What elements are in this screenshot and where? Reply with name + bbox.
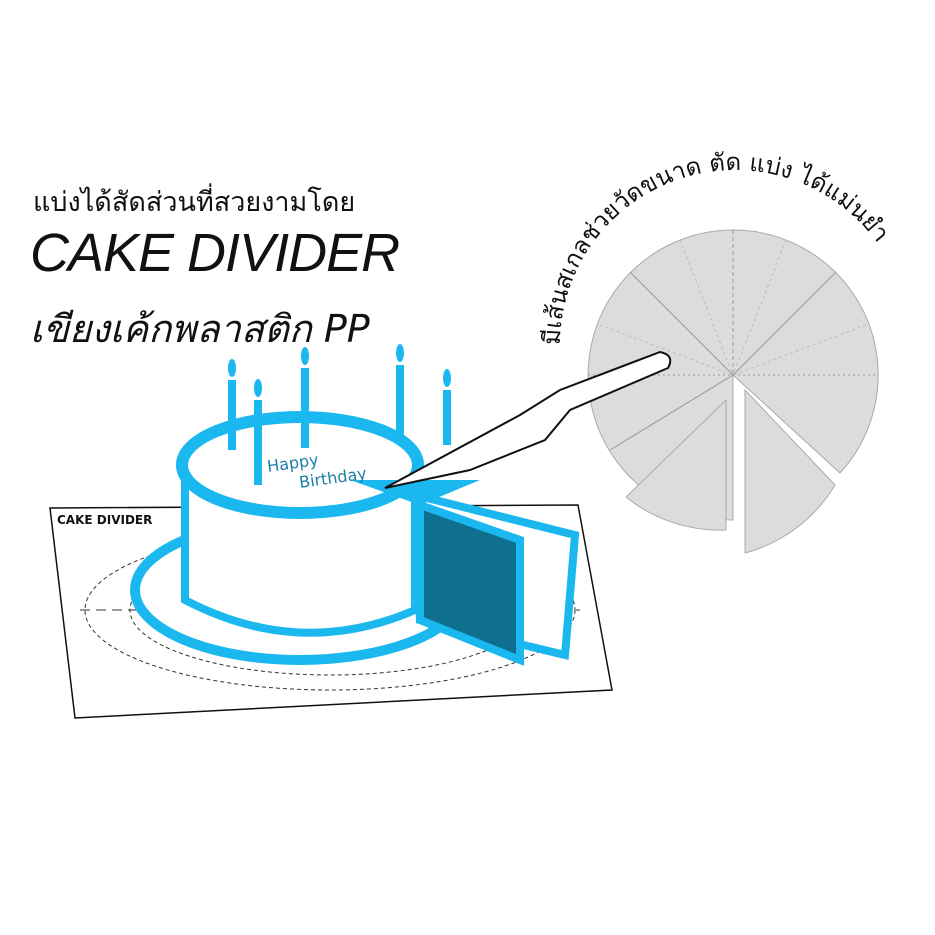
headline-line-3: เขียงเค้กพลาสติก PP	[30, 307, 370, 351]
cake-divider-disc	[587, 229, 879, 554]
cake: Happy Birthday	[130, 344, 580, 666]
headline-line-1: แบ่งได้สัดส่วนที่สวยงามโดย	[33, 187, 356, 218]
candles	[228, 344, 451, 485]
headline-product-name: CAKE DIVIDER	[30, 223, 400, 283]
board-label: CAKE DIVIDER	[57, 513, 152, 527]
knife	[384, 350, 672, 489]
